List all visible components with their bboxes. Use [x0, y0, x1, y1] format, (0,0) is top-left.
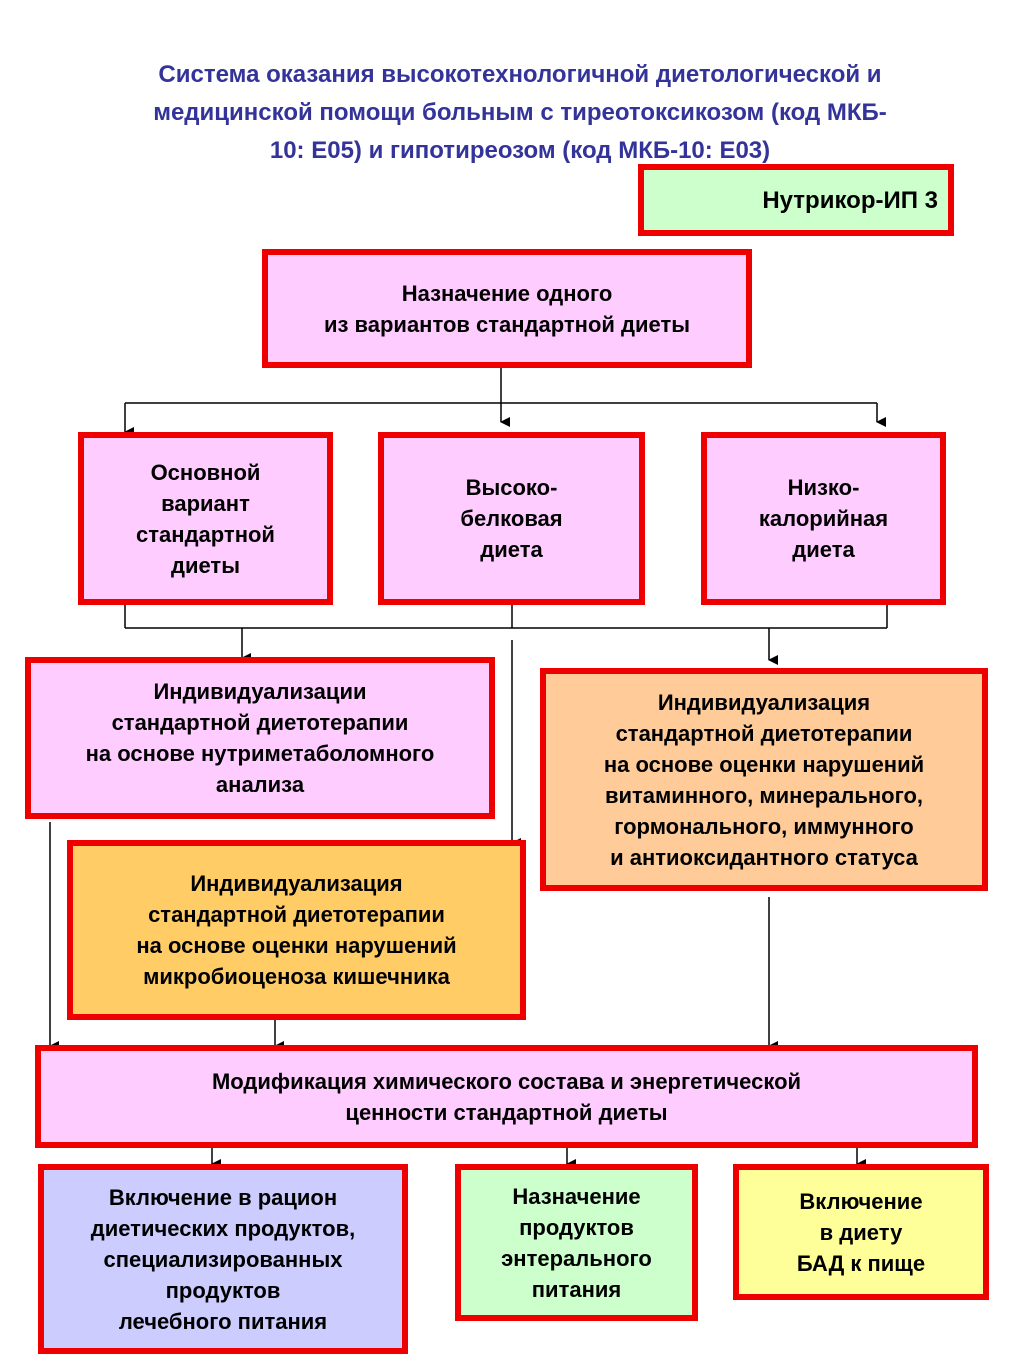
- box-text-line: диета: [480, 537, 543, 562]
- box-text-line: на основе нутриметаболомного: [85, 741, 435, 766]
- box-text-line: лечебного питания: [118, 1308, 328, 1334]
- diet-modification-box: Модификация химического состава и энерге…: [35, 1045, 978, 1148]
- box-text-line: питания: [531, 1276, 622, 1302]
- nutrikor-badge: Нутрикор-ИП 3: [638, 164, 954, 236]
- box-text-line: Индивидуализация: [657, 689, 871, 715]
- box-text-line: анализа: [215, 772, 305, 797]
- badge-label: Нутрикор-ИП 3: [762, 186, 938, 214]
- box-text-line: Низко-: [787, 475, 860, 500]
- box-text-line: гормонального, иммунного: [614, 813, 914, 839]
- title-line: 10: Е05) и гипотиреозом (код МКБ-10: Е03…: [269, 137, 771, 164]
- page-title: Система оказания высокотехнологичной дие…: [60, 56, 980, 170]
- box-text-line: стандартной: [136, 521, 275, 547]
- diet-low-calorie-box: Низко- калорийная диета: [701, 432, 946, 605]
- box-text-line: Основной: [150, 459, 261, 485]
- diet-basic-box: Основной вариант стандартной диеты: [78, 432, 333, 605]
- box-text-line: Включение в рацион: [108, 1184, 338, 1210]
- box-text-line: калорийная: [758, 506, 889, 531]
- box-text-line: диетических продуктов,: [90, 1215, 356, 1241]
- box-text-line: продуктов: [519, 1214, 634, 1240]
- individualization-microbiocenosis-box: Индивидуализация стандартной диетотерапи…: [67, 840, 526, 1020]
- box-text-line: Включение: [799, 1188, 923, 1214]
- box-text-line: стандартной диетотерапии: [615, 720, 913, 746]
- individualization-nutrimetabolomic-box: Индивидуализации стандартной диетотерапи…: [25, 657, 495, 819]
- outcome-supplements-box: Включение в диету БАД к пище: [733, 1164, 989, 1300]
- outcome-dietary-products-box: Включение в рацион диетических продуктов…: [38, 1164, 408, 1354]
- standard-diet-assignment-box: Назначение одного из вариантов стандартн…: [262, 249, 752, 368]
- box-text-line: витаминного, минерального,: [604, 782, 924, 808]
- box-text-line: Индивидуализация: [190, 871, 403, 896]
- box-text-line: энтерального: [501, 1245, 652, 1271]
- outcome-enteral-nutrition-box: Назначение продуктов энтерального питани…: [455, 1164, 698, 1321]
- box-text-line: БАД к пище: [796, 1250, 926, 1276]
- box-text-line: микробиоценоза кишечника: [143, 964, 450, 989]
- box-text-line: в диету: [819, 1219, 903, 1245]
- box-text-line: Высоко-: [465, 475, 558, 500]
- diet-high-protein-box: Высоко- белковая диета: [378, 432, 645, 605]
- box-text-line: Индивидуализации: [153, 679, 367, 704]
- box-text-line: стандартной диетотерапии: [111, 710, 409, 735]
- box-text-line: Модификация химического состава и энерге…: [211, 1068, 802, 1094]
- box-text-line: Назначение: [512, 1183, 641, 1209]
- box-text-line: белковая: [460, 506, 563, 531]
- box-text-line: на основе оценки нарушений: [603, 751, 925, 777]
- title-line: медицинской помощи больным с тиреотоксик…: [153, 99, 887, 126]
- box-text-line: диеты: [171, 552, 240, 578]
- box-text-line: специализированных: [103, 1246, 343, 1272]
- box-text-line: и антиоксидантного статуса: [610, 844, 918, 870]
- box-text-line: вариант: [161, 490, 250, 516]
- individualization-vitamin-status-box: Индивидуализация стандартной диетотерапи…: [540, 668, 988, 891]
- title-line: Система оказания высокотехнологичной дие…: [158, 61, 882, 88]
- box-text-line: диета: [792, 537, 855, 562]
- box-text-line: продуктов: [165, 1277, 281, 1303]
- box-text-line: на основе оценки нарушений: [136, 933, 457, 958]
- box-text-line: из вариантов стандартной диеты: [323, 311, 691, 337]
- box-text-line: ценности стандартной диеты: [345, 1099, 668, 1125]
- box-text-line: Назначение одного: [401, 280, 613, 306]
- box-text-line: стандартной диетотерапии: [148, 902, 445, 927]
